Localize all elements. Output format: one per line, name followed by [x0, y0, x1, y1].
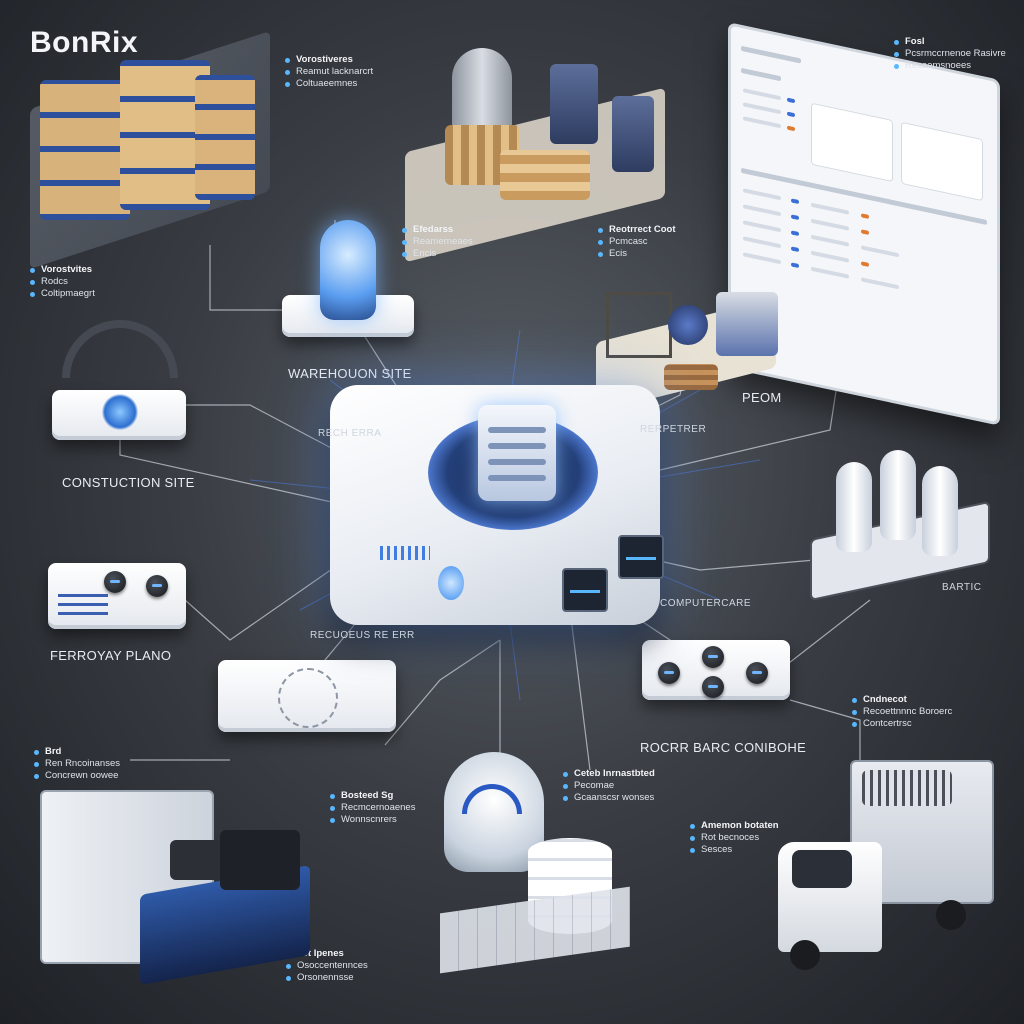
hub-status-led	[438, 566, 464, 600]
bullet-icon	[690, 847, 695, 853]
dashboard-gauge-card	[901, 121, 983, 202]
bullet-icon	[894, 63, 899, 69]
slider-lines	[58, 589, 108, 615]
dial-icon	[278, 668, 338, 728]
hub-port-2[interactable]	[618, 535, 664, 579]
note-vorostvites: Vorostvites Rodcs Coltipmaegrt	[30, 264, 95, 300]
bullet-icon	[34, 749, 39, 755]
bullet-icon	[285, 57, 290, 63]
brand-logo: BonRix	[30, 26, 138, 59]
note-bosteed-sg: Bosteed Sg Recmcernoaenes Wonnscnrers	[330, 790, 415, 826]
caption-rocke: ROCRR BARC CONIBOHE	[640, 740, 807, 755]
bullet-icon	[563, 783, 568, 789]
bullet-icon	[285, 69, 290, 75]
tag-recuoeus: RECUOEUS RE ERR	[310, 630, 415, 641]
bullet-icon	[34, 773, 39, 779]
bullet-icon	[330, 817, 335, 823]
bullet-icon	[34, 761, 39, 767]
note-brd: Brd Ren Rncoinanses Concrewn oowee	[34, 746, 120, 782]
bullet-icon	[286, 963, 291, 969]
bullet-icon	[330, 793, 335, 799]
tag-rerpetrer: RERPETRER	[640, 424, 707, 435]
bullet-icon	[598, 227, 603, 233]
bullet-icon	[330, 805, 335, 811]
construction-sensor-pad[interactable]	[52, 390, 186, 440]
hub-vent	[380, 546, 430, 560]
caption-ferroway: FERROYAY PLANO	[50, 648, 172, 663]
bullet-icon	[30, 267, 35, 273]
note-reotrrect-coot: Reotrrect Coot Pcmcasc Ecis	[598, 224, 676, 260]
bullet-icon	[30, 279, 35, 285]
bullet-icon	[30, 291, 35, 297]
rocke-control-pad[interactable]	[642, 640, 790, 700]
lightbulb-icon	[320, 220, 376, 320]
bullet-icon	[563, 771, 568, 777]
bullet-icon	[894, 51, 899, 57]
note-ceteb-inrnastbted: Ceteb Inrnastbted Pecomae Gcaanscsr wons…	[563, 768, 655, 804]
wifi-icon	[62, 320, 178, 378]
caption-construction-site: CONSTUCTION SITE	[62, 475, 195, 490]
note-cndnecot: Cndnecot Recoettnnnc Boroerc Contcertrsc	[852, 694, 952, 730]
bullet-icon	[690, 823, 695, 829]
bullet-icon	[852, 697, 857, 703]
caption-room: PEOM	[742, 390, 782, 405]
tag-rech-erra: RECH ERRA	[318, 428, 382, 439]
tag-computercare: COMPUTERCARE	[660, 598, 752, 609]
note-efedarss: Efedarss Reamerneaes Encis	[402, 224, 473, 260]
note-vorostiveres: Vorostiveres Reamut lacknarcrt Coltuaeem…	[285, 54, 373, 90]
bullet-icon	[402, 251, 407, 257]
note-fosl: Fosl Pcsrmccrnenoe Rasivre Recaemsnoees	[894, 36, 1006, 72]
bullet-icon	[690, 835, 695, 841]
bullet-icon	[286, 975, 291, 981]
bullet-icon	[852, 709, 857, 715]
cloud-server-icon	[478, 405, 556, 501]
thermostat-pad[interactable]	[218, 660, 396, 732]
bullet-icon	[402, 227, 407, 233]
note-amemon-botaten: Amemon botaten Rot becnoces Sesces	[690, 820, 779, 856]
bullet-icon	[894, 39, 899, 45]
bullet-icon	[285, 81, 290, 87]
hub-port-1[interactable]	[562, 568, 608, 612]
dashboard-chart-card	[811, 102, 893, 183]
caption-bartic: BARTIC	[942, 582, 982, 593]
bullet-icon	[598, 239, 603, 245]
bullet-icon	[402, 239, 407, 245]
bullet-icon	[598, 251, 603, 257]
ferroway-control-pad[interactable]	[48, 563, 186, 629]
grid-floor	[440, 886, 630, 974]
caption-warehouse-site: WAREHOUON SITE	[288, 366, 412, 381]
bullet-icon	[563, 795, 568, 801]
bullet-icon	[852, 721, 857, 727]
